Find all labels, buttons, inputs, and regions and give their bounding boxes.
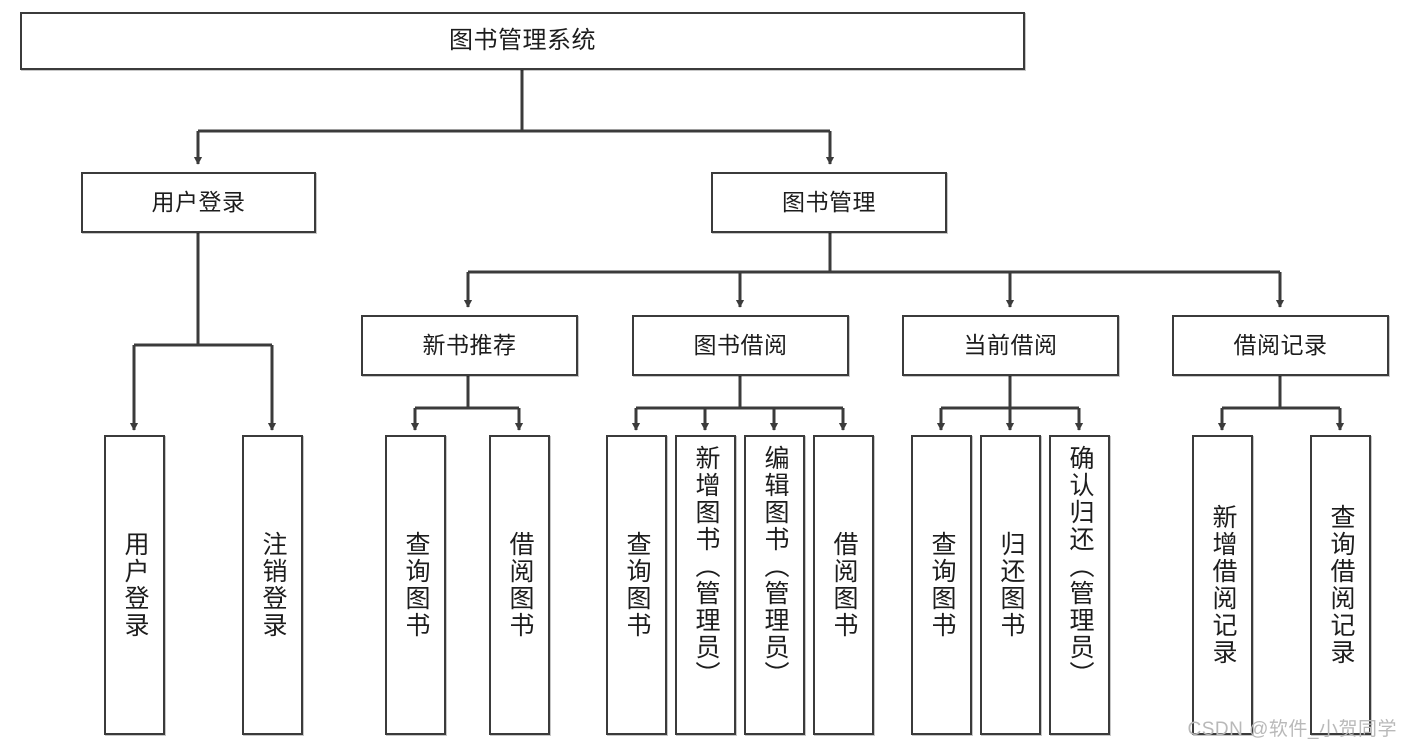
node-label: 新增借阅记录 [1209, 504, 1237, 666]
node-leaf-borrow-book[interactable]: 借阅图书 [813, 435, 874, 735]
node-leaf-return-book[interactable]: 归还图书 [980, 435, 1041, 735]
node-label: 新增图书（管理员） [692, 445, 720, 688]
node-label: 新书推荐 [422, 331, 517, 358]
node-label: 查询图书 [623, 531, 651, 639]
node-leaf-logout[interactable]: 注销登录 [242, 435, 303, 735]
node-leaf-query-book-borrow[interactable]: 查询图书 [606, 435, 667, 735]
node-label: 图书管理系统 [449, 26, 596, 54]
node-leaf-query-borrow-record[interactable]: 查询借阅记录 [1310, 435, 1371, 735]
node-leaf-borrow-book-recommend[interactable]: 借阅图书 [489, 435, 550, 735]
node-root-system[interactable]: 图书管理系统 [20, 12, 1025, 70]
node-current-borrow[interactable]: 当前借阅 [902, 315, 1119, 376]
node-leaf-query-book-current[interactable]: 查询图书 [911, 435, 972, 735]
node-new-book-recommend[interactable]: 新书推荐 [361, 315, 578, 376]
node-label: 查询借阅记录 [1327, 504, 1355, 666]
node-label: 借阅图书 [830, 531, 858, 639]
node-label: 查询图书 [402, 531, 430, 639]
node-label: 用户登录 [151, 188, 246, 215]
node-label: 编辑图书（管理员） [761, 445, 789, 688]
node-leaf-add-book-admin[interactable]: 新增图书（管理员） [675, 435, 736, 735]
node-label: 图书管理 [782, 188, 876, 215]
node-leaf-user-login[interactable]: 用户登录 [104, 435, 165, 735]
node-label: 用户登录 [121, 531, 149, 639]
node-borrow-record[interactable]: 借阅记录 [1172, 315, 1389, 376]
node-label: 归还图书 [997, 531, 1025, 639]
node-leaf-confirm-return-admin[interactable]: 确认归还（管理员） [1049, 435, 1110, 735]
node-label: 注销登录 [259, 531, 287, 639]
node-label: 借阅记录 [1233, 331, 1328, 358]
node-label: 当前借阅 [963, 331, 1058, 358]
node-label: 确认归还（管理员） [1066, 445, 1094, 688]
node-label: 图书借阅 [693, 331, 788, 358]
node-user-login[interactable]: 用户登录 [81, 172, 316, 233]
node-book-borrow[interactable]: 图书借阅 [632, 315, 849, 376]
node-leaf-add-borrow-record[interactable]: 新增借阅记录 [1192, 435, 1253, 735]
node-label: 借阅图书 [506, 531, 534, 639]
csdn-watermark: CSDN @软件_小贺同学 [1187, 719, 1397, 740]
node-book-management[interactable]: 图书管理 [711, 172, 947, 233]
node-leaf-query-book-recommend[interactable]: 查询图书 [385, 435, 446, 735]
node-leaf-edit-book-admin[interactable]: 编辑图书（管理员） [744, 435, 805, 735]
node-label: 查询图书 [928, 531, 956, 639]
